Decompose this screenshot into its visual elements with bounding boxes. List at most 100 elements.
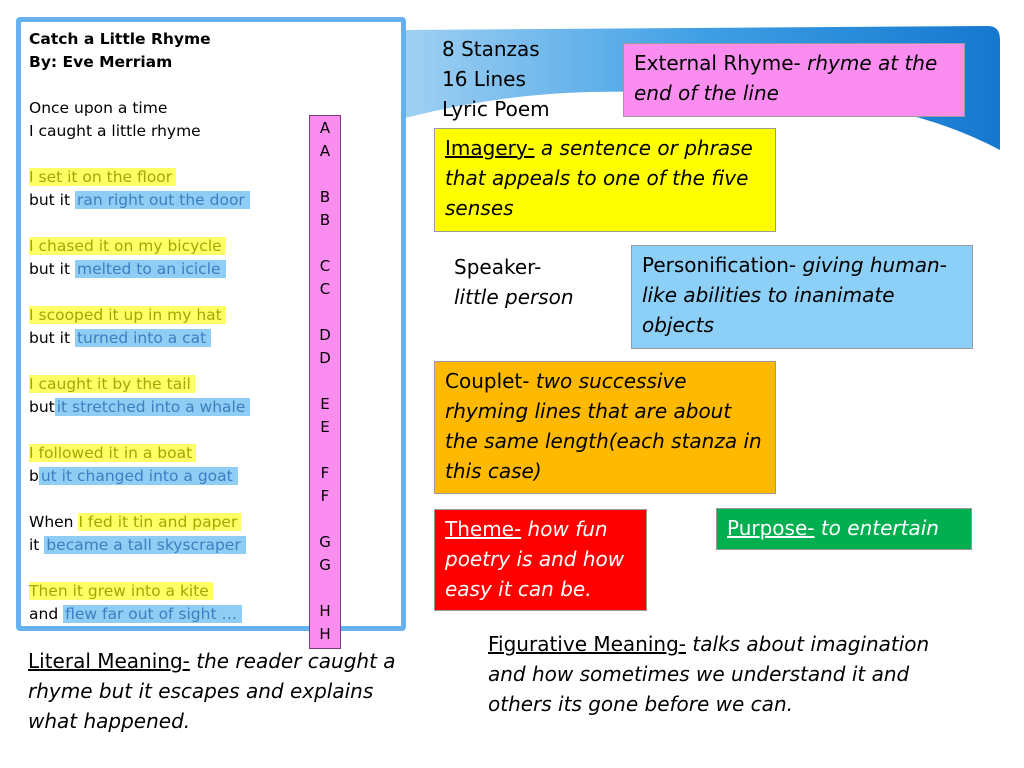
- purpose-box: Purpose- to entertain: [716, 508, 972, 550]
- rhyme-letter: H: [319, 602, 331, 620]
- rhyme-letter: G: [319, 533, 331, 551]
- theme-box: Theme- how fun poetry is and how easy it…: [434, 509, 647, 611]
- figurative-def: talks about imagination and how sometime…: [488, 632, 930, 716]
- highlight-blue: flew far out of sight …: [63, 605, 242, 623]
- highlight-blue: melted to an icicle: [74, 260, 226, 278]
- highlight-blue: ran right out the door: [74, 191, 250, 209]
- figurative-term: Figurative Meaning-: [488, 632, 686, 656]
- poem-line-plain: but it: [29, 260, 75, 278]
- poem-line-plain: but it: [29, 329, 75, 347]
- poem-line-plain: it: [29, 536, 45, 554]
- stanza-gap: [29, 281, 289, 304]
- poem-author: By: Eve Merriam: [29, 53, 173, 71]
- poem-line: Then it grew into a kite: [29, 580, 289, 603]
- highlight-yellow: I fed it tin and paper: [78, 513, 242, 531]
- highlight-yellow: I caught it by the tail: [29, 375, 195, 393]
- poem-line: Once upon a time: [29, 97, 289, 120]
- highlight-blue: ut it changed into a goat: [38, 467, 238, 485]
- poem-line: When I fed it tin and paper: [29, 511, 289, 534]
- poem-line-plain: but it: [29, 191, 75, 209]
- external-rhyme-box: External Rhyme- rhyme at the end of the …: [623, 43, 965, 117]
- purpose-def: to entertain: [814, 516, 939, 540]
- couplet-def: two successive rhyming lines that are ab…: [445, 369, 762, 483]
- stanza-gap: [29, 143, 289, 166]
- external-rhyme-def: rhyme at the end of the line: [634, 51, 938, 105]
- purpose-term: Purpose-: [727, 516, 815, 540]
- rhyme-letter: B: [319, 188, 331, 206]
- highlight-yellow: I set it on the floor: [29, 168, 177, 186]
- poem-line: but it ran right out the door: [29, 189, 289, 212]
- stanza-gap: [29, 419, 289, 442]
- poem-line: I chased it on my bicycle: [29, 235, 289, 258]
- poem-text: Catch a Little Rhyme By: Eve Merriam Onc…: [29, 28, 289, 626]
- imagery-def: a sentence or phrase that appeals to one…: [445, 136, 753, 220]
- poem-title: Catch a Little Rhyme: [29, 30, 211, 48]
- stanza-count: 8 Stanzas: [442, 37, 540, 61]
- highlight-blue: turned into a cat: [74, 329, 212, 347]
- highlight-yellow: I chased it on my bicycle: [29, 237, 226, 255]
- literal-meaning: Literal Meaning- the reader caught a rhy…: [28, 646, 400, 736]
- highlight-yellow: Then it grew into a kite: [29, 582, 213, 600]
- rhyme-letter: A: [319, 142, 331, 160]
- stanza-gap: [29, 488, 289, 511]
- poem-line: but it turned into a cat: [29, 327, 289, 350]
- poem-line: I scooped it up in my hat: [29, 304, 289, 327]
- external-rhyme-term: External Rhyme-: [634, 51, 801, 75]
- figurative-meaning: Figurative Meaning- talks about imaginat…: [488, 629, 958, 719]
- couplet-term: Couplet-: [445, 369, 530, 393]
- couplet-box: Couplet- two successive rhyming lines th…: [434, 361, 776, 494]
- rhyme-letter: H: [319, 625, 331, 643]
- poem-line: I followed it in a boat: [29, 442, 289, 465]
- theme-def: how fun poetry is and how easy it can be…: [445, 517, 625, 601]
- imagery-box: Imagery- a sentence or phrase that appea…: [434, 128, 776, 232]
- poem-form: Lyric Poem: [442, 97, 550, 121]
- rhyme-letter: F: [320, 464, 330, 482]
- poem-line-plain: but: [29, 398, 55, 416]
- rhyme-letter: A: [319, 119, 331, 137]
- highlight-yellow: I followed it in a boat: [29, 444, 197, 462]
- personification-term: Personification-: [642, 253, 797, 277]
- highlight-yellow: I scooped it up in my hat: [29, 306, 226, 324]
- rhyme-letter: E: [320, 418, 330, 436]
- rhyme-letter: D: [319, 326, 331, 344]
- speaker-note: Speaker- little person: [454, 252, 574, 312]
- rhyme-letter: C: [319, 257, 331, 275]
- poem-line: and flew far out of sight …: [29, 603, 289, 626]
- rhyme-letter: G: [319, 556, 331, 574]
- theme-term: Theme-: [445, 517, 522, 541]
- imagery-term: Imagery-: [445, 136, 535, 160]
- poem-line: I set it on the floor: [29, 166, 289, 189]
- rhyme-letter: E: [320, 395, 330, 413]
- poem-line: it became a tall skyscraper: [29, 534, 289, 557]
- literal-term: Literal Meaning-: [28, 649, 190, 673]
- personification-box: Personification- giving human-like abili…: [631, 245, 973, 349]
- speaker-def: little person: [454, 285, 574, 309]
- stanza-gap: [29, 74, 289, 97]
- poem-line-plain: When: [29, 513, 79, 531]
- rhyme-letter: F: [320, 487, 330, 505]
- personification-def: giving human-like abilities to inanimate…: [642, 253, 947, 337]
- poem-line: but it melted to an icicle: [29, 258, 289, 281]
- poem-stats: 8 Stanzas 16 Lines Lyric Poem: [442, 34, 550, 124]
- stanza-gap: [29, 350, 289, 373]
- poem-line-plain: and: [29, 605, 64, 623]
- stanza-gap: [29, 557, 289, 580]
- stanza-gap: [29, 212, 289, 235]
- highlight-blue: it stretched into a whale: [54, 398, 251, 416]
- literal-def: the reader caught a rhyme but it escapes…: [28, 649, 396, 733]
- speaker-term: Speaker-: [454, 255, 542, 279]
- poem-line-plain: I caught a little rhyme: [29, 122, 201, 140]
- line-count: 16 Lines: [442, 67, 526, 91]
- poem-line: I caught a little rhyme: [29, 120, 289, 143]
- rhyme-letter: C: [319, 280, 331, 298]
- highlight-blue: became a tall skyscraper: [44, 536, 246, 554]
- poem-line: I caught it by the tail: [29, 373, 289, 396]
- poem-panel: Catch a Little Rhyme By: Eve Merriam Onc…: [16, 17, 406, 649]
- poem-line-plain: b: [29, 467, 39, 485]
- rhyme-letter: B: [319, 211, 331, 229]
- poem-line-plain: Once upon a time: [29, 99, 168, 117]
